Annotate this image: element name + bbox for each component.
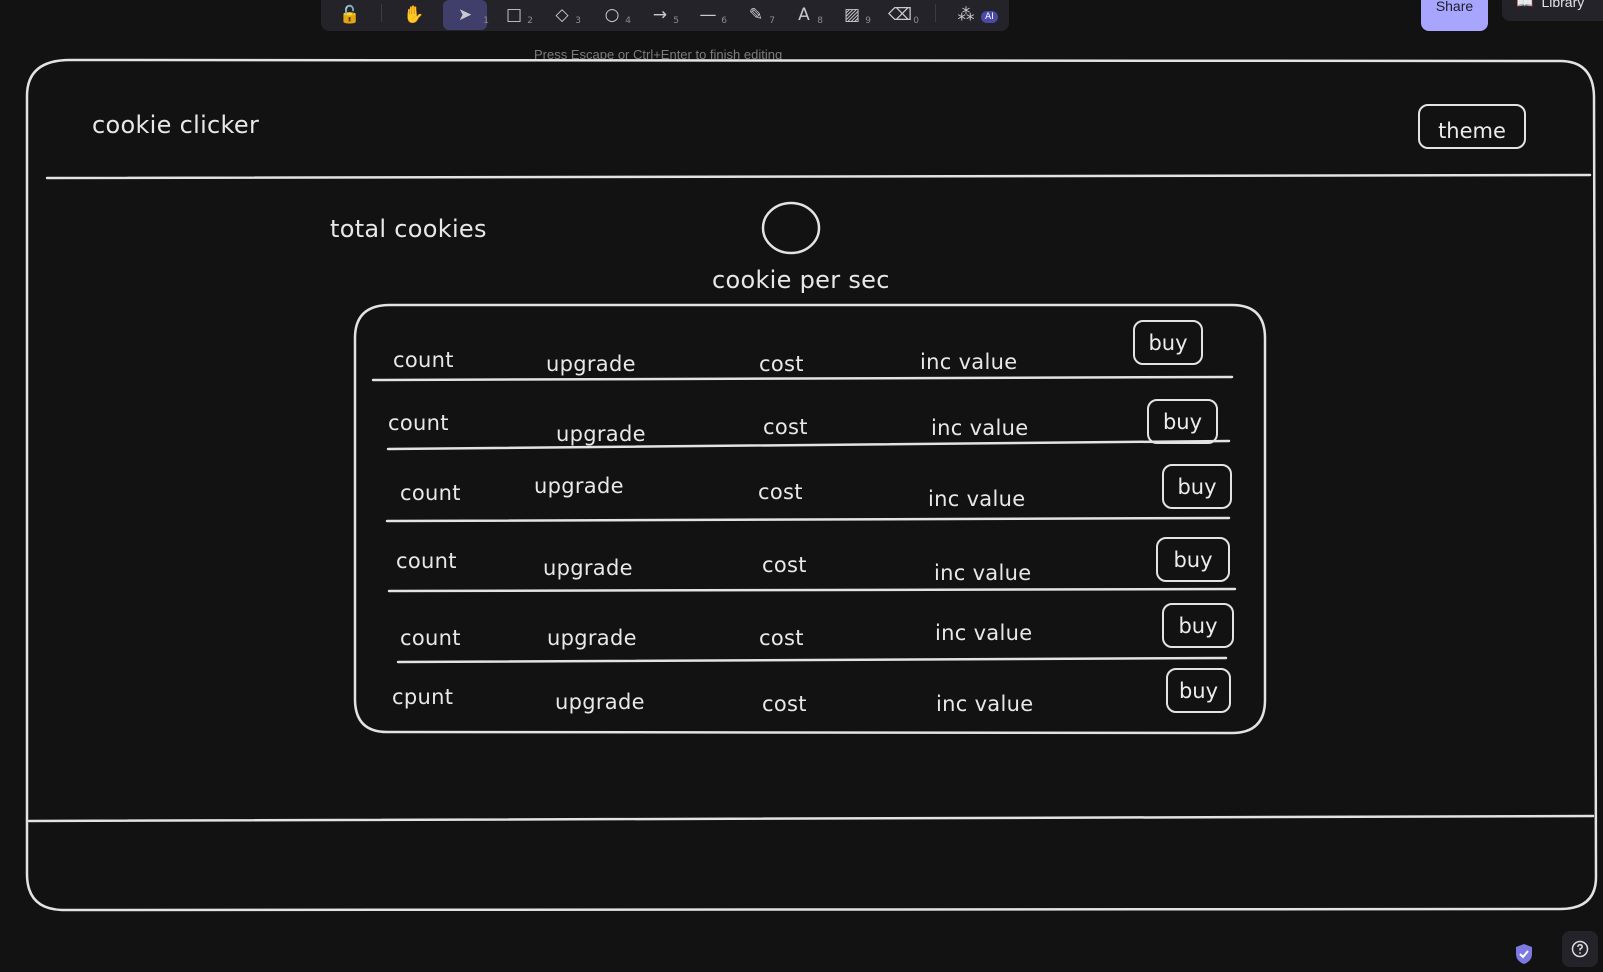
shield-check-icon[interactable] xyxy=(1506,936,1542,972)
hand-icon[interactable]: ✋ xyxy=(403,5,425,25)
row-cost: cost xyxy=(762,553,807,577)
row-inc-value: inc value xyxy=(934,561,1032,585)
book-icon: 📖 xyxy=(1516,0,1534,9)
row-inc-value: inc value xyxy=(928,487,1026,511)
total-cookies-label: total cookies xyxy=(330,215,487,243)
row-upgrade: upgrade xyxy=(534,474,624,498)
buy-button[interactable]: buy xyxy=(1156,537,1230,582)
ellipse-icon[interactable]: ○4 xyxy=(604,5,631,26)
row-count: count xyxy=(400,626,461,650)
row-count: count xyxy=(388,411,449,435)
cookie-circle xyxy=(761,201,821,255)
theme-button[interactable]: theme xyxy=(1418,104,1526,149)
row-inc-value: inc value xyxy=(920,350,1018,374)
row-cost: cost xyxy=(763,415,808,439)
row-upgrade: upgrade xyxy=(556,422,646,446)
row-upgrade: upgrade xyxy=(547,626,637,650)
row-cost: cost xyxy=(759,626,804,650)
editing-hint: Press Escape or Ctrl+Enter to finish edi… xyxy=(534,47,783,62)
footer-divider xyxy=(27,814,1595,823)
buy-button[interactable]: buy xyxy=(1133,320,1203,365)
row-count: count xyxy=(396,549,457,573)
row-count: count xyxy=(400,481,461,505)
toolbar-divider xyxy=(381,4,382,22)
help-icon[interactable] xyxy=(1562,931,1598,967)
row-inc-value: inc value xyxy=(935,621,1033,645)
more-tools-icon[interactable]: ⁂ xyxy=(957,5,975,25)
line-icon[interactable]: —6 xyxy=(699,5,728,26)
ai-badge: AI xyxy=(981,11,998,23)
eraser-icon[interactable]: ⌫0 xyxy=(887,5,919,26)
row-divider xyxy=(396,656,1228,664)
toolbar-divider xyxy=(935,4,936,22)
row-upgrade: upgrade xyxy=(555,690,645,714)
row-divider xyxy=(387,587,1237,593)
row-inc-value: inc value xyxy=(936,692,1034,716)
row-divider xyxy=(385,516,1231,523)
share-button[interactable]: Share xyxy=(1421,0,1488,31)
row-cost: cost xyxy=(762,692,807,716)
row-divider xyxy=(386,439,1231,451)
row-upgrade: upgrade xyxy=(546,352,636,376)
lock-icon[interactable]: 🔓 xyxy=(339,5,361,25)
row-divider xyxy=(371,375,1234,382)
cookie-per-sec-label: cookie per sec xyxy=(712,266,890,294)
buy-button[interactable]: buy xyxy=(1162,464,1232,509)
app-title: cookie clicker xyxy=(92,111,260,139)
upgrades-panel xyxy=(353,303,1267,735)
row-cost: cost xyxy=(759,352,804,376)
row-inc-value: inc value xyxy=(931,416,1029,440)
image-icon[interactable]: ▨9 xyxy=(843,5,871,26)
arrow-icon[interactable]: →5 xyxy=(652,5,679,26)
row-cost: cost xyxy=(758,480,803,504)
library-button[interactable]: 📖 Library xyxy=(1502,0,1603,21)
buy-button[interactable]: buy xyxy=(1162,603,1234,648)
pencil-icon[interactable]: ✎7 xyxy=(748,5,775,26)
row-count: cpunt xyxy=(392,685,454,709)
selection-tool-icon[interactable]: ➤1 xyxy=(443,0,489,30)
diamond-icon[interactable]: ◇3 xyxy=(555,5,581,26)
header-divider xyxy=(45,173,1592,180)
buy-button[interactable]: buy xyxy=(1166,668,1231,713)
row-count: count xyxy=(393,348,454,372)
row-upgrade: upgrade xyxy=(543,556,633,580)
buy-button[interactable]: buy xyxy=(1147,399,1218,444)
outer-frame xyxy=(25,58,1598,912)
rectangle-icon[interactable]: □2 xyxy=(505,5,533,26)
